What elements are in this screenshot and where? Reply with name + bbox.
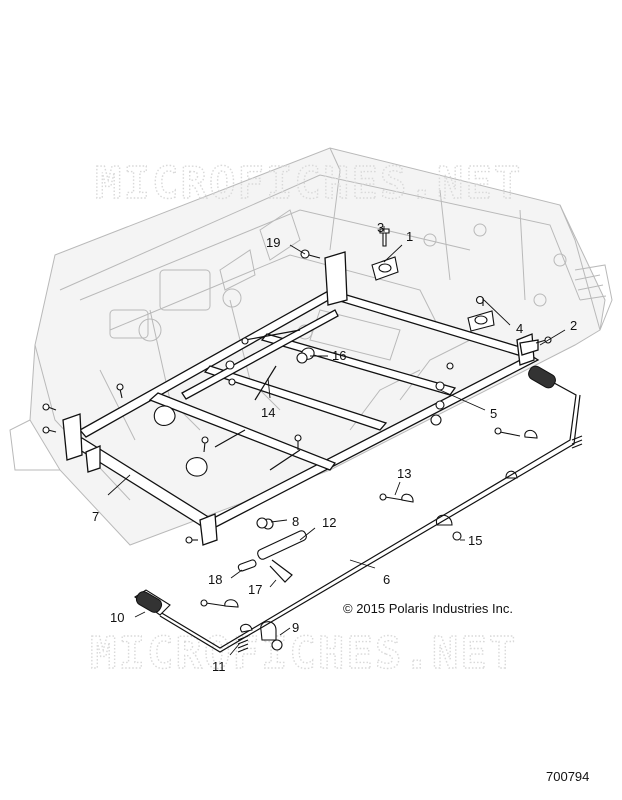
leader-lines [107,226,566,656]
callout-13: 13 [397,466,411,481]
callout-15: 15 [468,533,482,548]
callout-5: 5 [490,406,497,421]
callout-12: 12 [322,515,336,530]
callout-17: 17 [248,582,262,597]
callout-3: 3 [377,220,384,235]
tie-down-anchors [153,256,495,477]
callout-14: 14 [261,405,275,420]
diagram-number: 700794 [546,769,589,784]
callout-16: 16 [332,348,346,363]
callout-2: 2 [570,318,577,333]
callout-10: 10 [110,610,124,625]
callout-7: 7 [92,509,99,524]
callout-19: 19 [266,235,280,250]
callout-4: 4 [516,321,523,336]
watermark-bottom: MICROFICHES.NET [90,628,517,679]
callout-9: 9 [292,620,299,635]
callout-6: 6 [383,572,390,587]
bed-frame [62,251,540,546]
pins-clips [237,517,307,583]
callout-labels: 1 2 3 4 5 6 7 8 9 10 11 12 13 14 15 16 1… [92,220,577,674]
callout-11: 11 [212,659,226,674]
callout-1: 1 [406,229,413,244]
cargo-box-outline [9,147,613,546]
latch-rod [134,365,583,653]
callout-18: 18 [208,572,222,587]
watermark-top: MICROFICHES.NET [95,158,522,209]
copyright-notice: © 2015 Polaris Industries Inc. [343,601,513,616]
callout-8: 8 [292,514,299,529]
